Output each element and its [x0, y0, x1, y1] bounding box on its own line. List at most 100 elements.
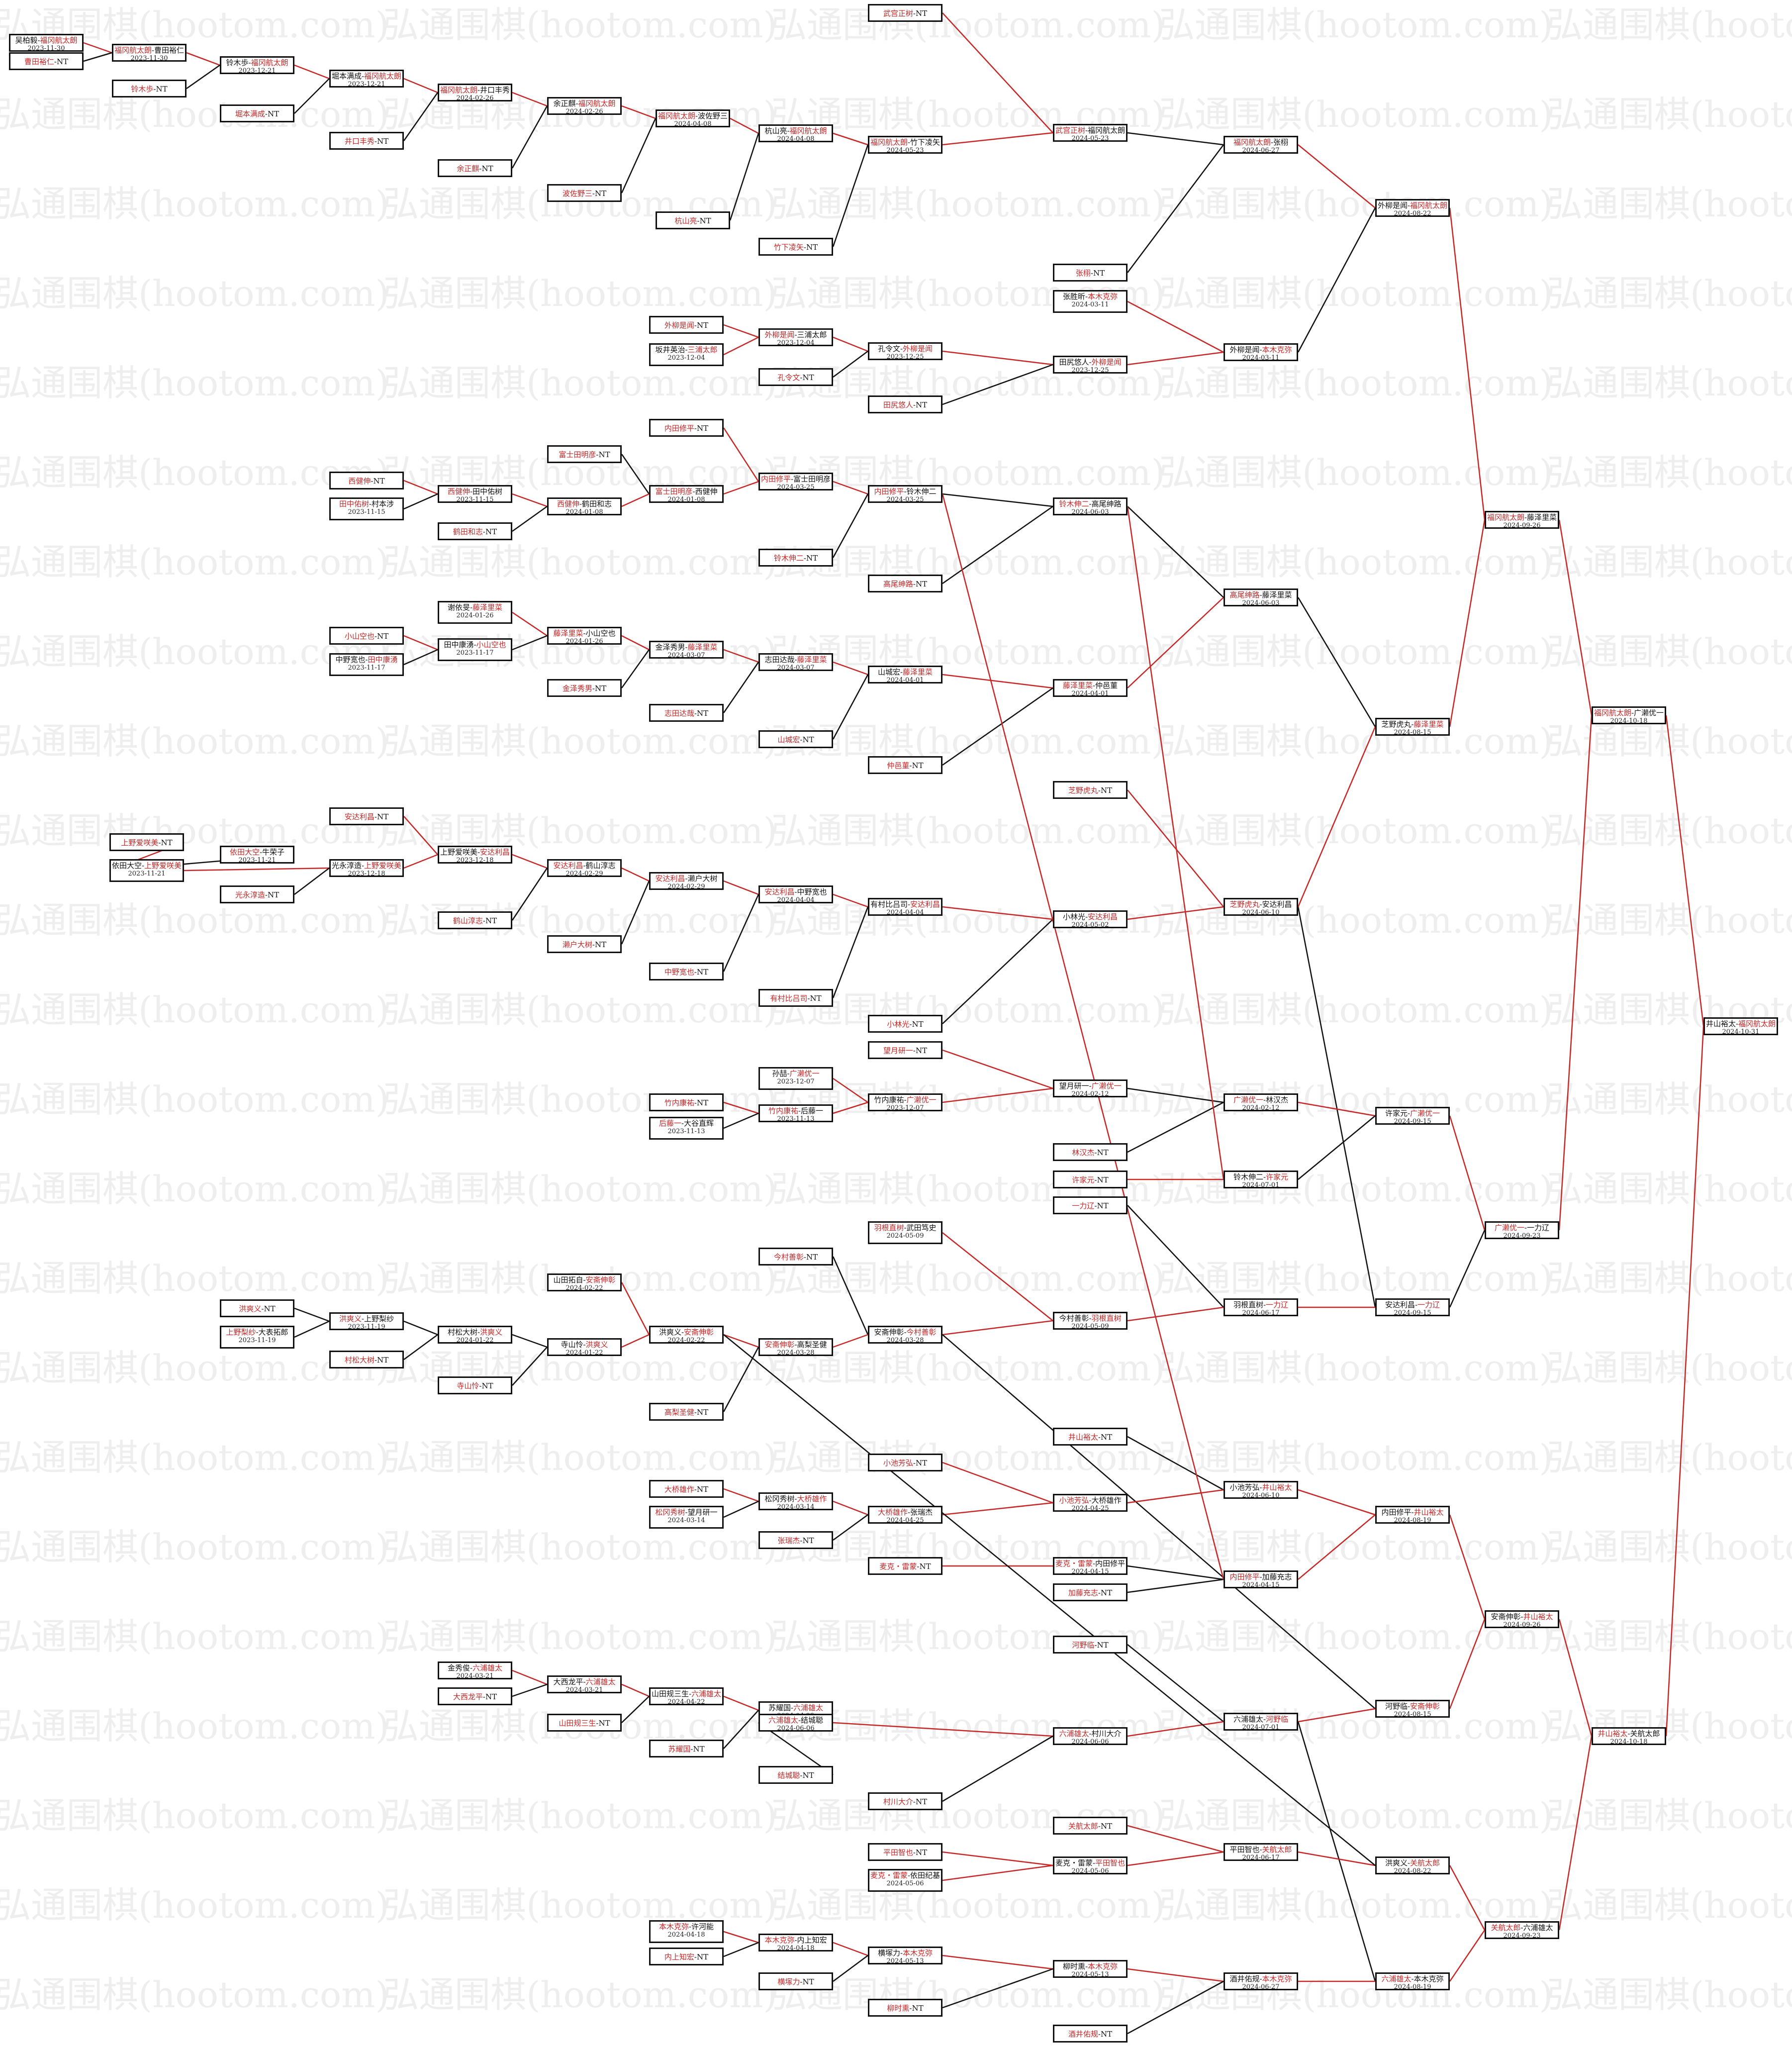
match-node[interactable]: 竹下凌矢-NT — [758, 238, 833, 256]
match-node[interactable]: 结城聪-NT — [758, 1766, 833, 1784]
match-node[interactable]: 张栩-NT — [1053, 264, 1128, 282]
match-node[interactable]: 波佐野三-NT — [547, 184, 622, 202]
match-node[interactable]: 濑户大树-NT — [547, 935, 622, 953]
match-node[interactable]: 小山空也-NT — [329, 627, 404, 645]
match-node[interactable]: 富士田明彦-NT — [547, 445, 622, 463]
match-node[interactable]: 内上知宏-NT — [649, 1948, 724, 1965]
match-node[interactable]: 中野宽也-NT — [649, 963, 724, 980]
match-node[interactable]: 高尾绅路-NT — [868, 575, 943, 592]
match-node[interactable]: 鹤山淳志-NT — [438, 911, 512, 929]
match-node[interactable]: 西健伸-NT — [329, 472, 404, 489]
match-node[interactable]: 寺山怜-NT — [438, 1376, 512, 1394]
match-node[interactable]: 关航太郎-NT — [1053, 1817, 1128, 1835]
match-node[interactable]: 志田达哉-NT — [649, 704, 724, 722]
match-node[interactable]: 孔令文-NT — [758, 368, 833, 386]
match-node[interactable]: 苏耀国-NT — [649, 1740, 724, 1757]
match-node[interactable]: 小林光-NT — [868, 1015, 943, 1033]
match-node[interactable]: 金泽秀男-NT — [547, 679, 622, 697]
match-node[interactable]: 铃木歩-NT — [112, 80, 187, 98]
match-node[interactable]: 武宫正树-NT — [868, 4, 943, 22]
match-node[interactable]: 横塚力-NT — [758, 1972, 833, 1990]
match-node[interactable]: 洪爽义-NT — [220, 1299, 294, 1317]
match-node[interactable]: 一力辽-NT — [1053, 1196, 1128, 1214]
match-node[interactable]: 柳时熏-NT — [868, 1999, 943, 2017]
match-node[interactable]: 山城宏-NT — [758, 730, 833, 748]
match-node[interactable]: 竹内康祐-NT — [649, 1093, 724, 1111]
match-node[interactable]: 光永淳造-NT — [220, 885, 294, 903]
match-node[interactable]: 张瑞杰-NT — [758, 1531, 833, 1549]
match-node[interactable]: 仲邑菫-NT — [868, 756, 943, 774]
match-node[interactable]: 村松大树-NT — [329, 1351, 404, 1368]
match-node[interactable]: 外柳是闻-NT — [649, 316, 724, 334]
match-node[interactable]: 曹田裕仁-NT — [9, 52, 84, 70]
match-node[interactable]: 芝野虎丸-NT — [1053, 781, 1128, 799]
match-node[interactable]: 小池芳弘-NT — [868, 1454, 943, 1471]
match-node[interactable]: 村川大介-NT — [868, 1792, 943, 1810]
match-node[interactable]: 铃木伸二-NT — [758, 549, 833, 567]
match-node[interactable]: 大西龙平-NT — [438, 1687, 512, 1705]
match-node[interactable]: 今村善彰-NT — [758, 1248, 833, 1266]
match-node[interactable]: 山田规三生-NT — [547, 1714, 622, 1732]
match-node[interactable]: 有村比吕司-NT — [758, 989, 833, 1007]
match-node[interactable]: 高梨圣健-NT — [649, 1403, 724, 1421]
match-node[interactable]: 内田修平-NT — [649, 419, 724, 437]
match-node[interactable]: 大桥雄作-NT — [649, 1480, 724, 1498]
match-node[interactable]: 望月研一-NT — [868, 1041, 943, 1059]
